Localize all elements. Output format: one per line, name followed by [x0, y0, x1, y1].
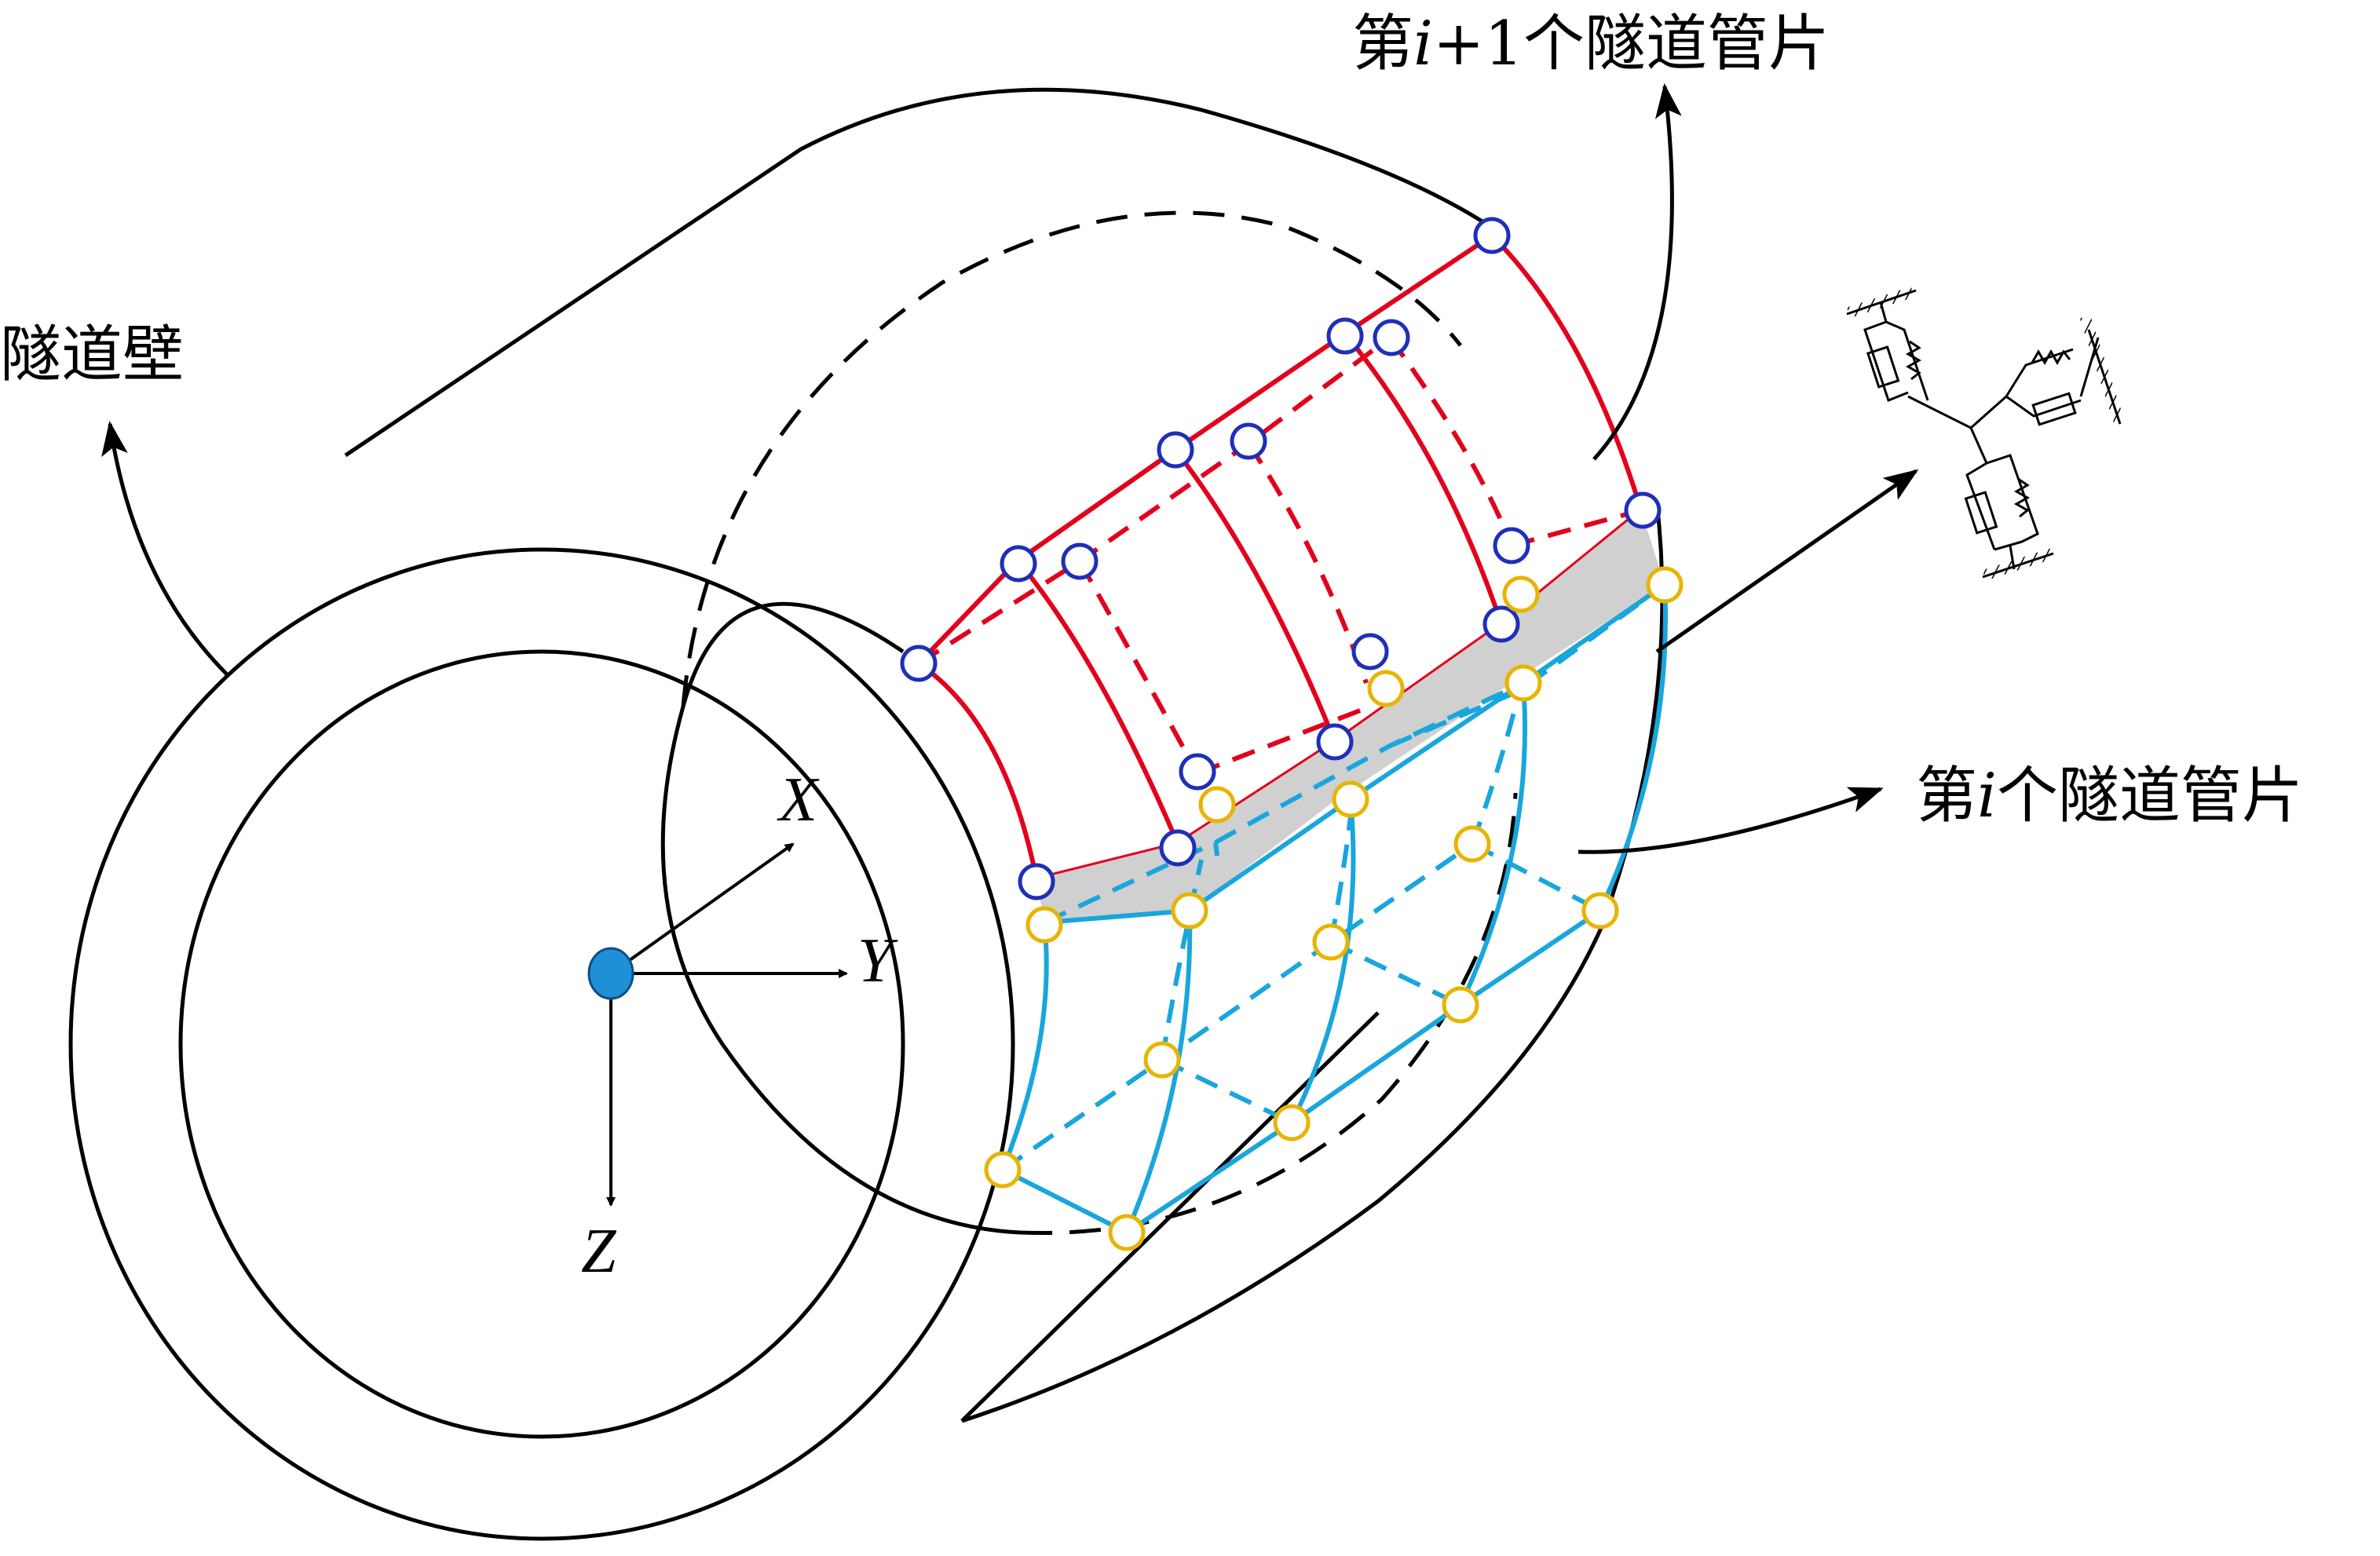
node — [984, 1151, 1022, 1189]
segment-next-arc-1 — [1016, 560, 1180, 846]
segment-next-arc-2 — [1173, 448, 1337, 743]
node — [1179, 753, 1216, 791]
tunnel-wall-back-inner-dashed — [681, 210, 1462, 707]
node — [1312, 923, 1350, 961]
segment-current-arc-1 — [1124, 910, 1193, 1234]
node — [1326, 317, 1364, 355]
segment-next-arc-3 — [1343, 332, 1504, 625]
segment-current-arc-3 — [1458, 682, 1528, 1006]
node — [1025, 906, 1063, 944]
node — [1108, 1214, 1146, 1251]
segment-next-front-arc — [917, 661, 1039, 880]
node — [1453, 825, 1491, 863]
node — [1504, 664, 1542, 702]
tunnel-wall-inner-ring — [178, 649, 905, 1439]
tunnel-wall-back-outer — [961, 502, 1665, 1423]
node — [1493, 527, 1530, 564]
node — [1482, 605, 1520, 643]
origin-dot-icon — [587, 947, 634, 1000]
node — [1159, 829, 1197, 867]
z-axis-label: Z — [581, 1217, 617, 1286]
segment-current-front-arc — [1000, 922, 1049, 1171]
x-axis-label: X — [777, 765, 820, 835]
node — [1171, 892, 1208, 930]
contact-surface — [1036, 510, 1665, 922]
spring-damper-icon — [1846, 287, 2125, 581]
node — [1316, 723, 1354, 761]
node — [1502, 575, 1540, 613]
tunnel-wall-label: 隧道壁 — [0, 320, 184, 390]
segment-next-nodes — [900, 217, 1662, 900]
node — [1332, 780, 1369, 818]
node — [1646, 566, 1684, 604]
node — [1373, 319, 1410, 356]
node — [1367, 670, 1405, 707]
segment-current-back-arc — [1598, 584, 1668, 912]
leader-arrows — [101, 83, 1919, 854]
tunnel-wall — [68, 87, 1665, 1541]
segment-next-back-arc — [1490, 233, 1643, 511]
node — [1273, 1104, 1311, 1141]
node — [1143, 1041, 1181, 1079]
tunnel-wall-pointer — [101, 421, 229, 677]
coordinate-axes — [606, 842, 848, 1207]
node — [1000, 545, 1037, 583]
node — [1018, 863, 1055, 900]
node — [1230, 422, 1267, 460]
x-axis — [609, 842, 795, 975]
node — [1061, 542, 1099, 580]
node — [1198, 786, 1236, 824]
segment-next-label: 第i+1个隧道管片 — [1352, 9, 1830, 79]
node — [1473, 217, 1511, 254]
y-axis-label: Y — [857, 926, 898, 995]
spring-pointer — [1655, 469, 1919, 654]
segment-next-bottom-edge — [1036, 508, 1643, 882]
segment-current-nodes — [984, 566, 1684, 1251]
tunnel-wall-top-edge — [344, 87, 1493, 458]
node — [1442, 986, 1479, 1024]
tunnel-wall-outer-ring — [68, 547, 1015, 1541]
node — [1624, 491, 1662, 529]
node — [1157, 431, 1194, 469]
segment-current-pointer — [1578, 787, 1884, 854]
segment-next-pointer — [1592, 83, 1682, 461]
segment-current-label: 第i个隧道管片 — [1916, 761, 2303, 831]
node — [1581, 892, 1619, 930]
tunnel-wall-back-inner-solid — [660, 601, 1022, 1235]
segment-current-arc-2 — [1289, 798, 1356, 1124]
node — [1351, 633, 1389, 670]
segment-next-top-edge — [916, 233, 1493, 666]
node — [900, 645, 938, 682]
